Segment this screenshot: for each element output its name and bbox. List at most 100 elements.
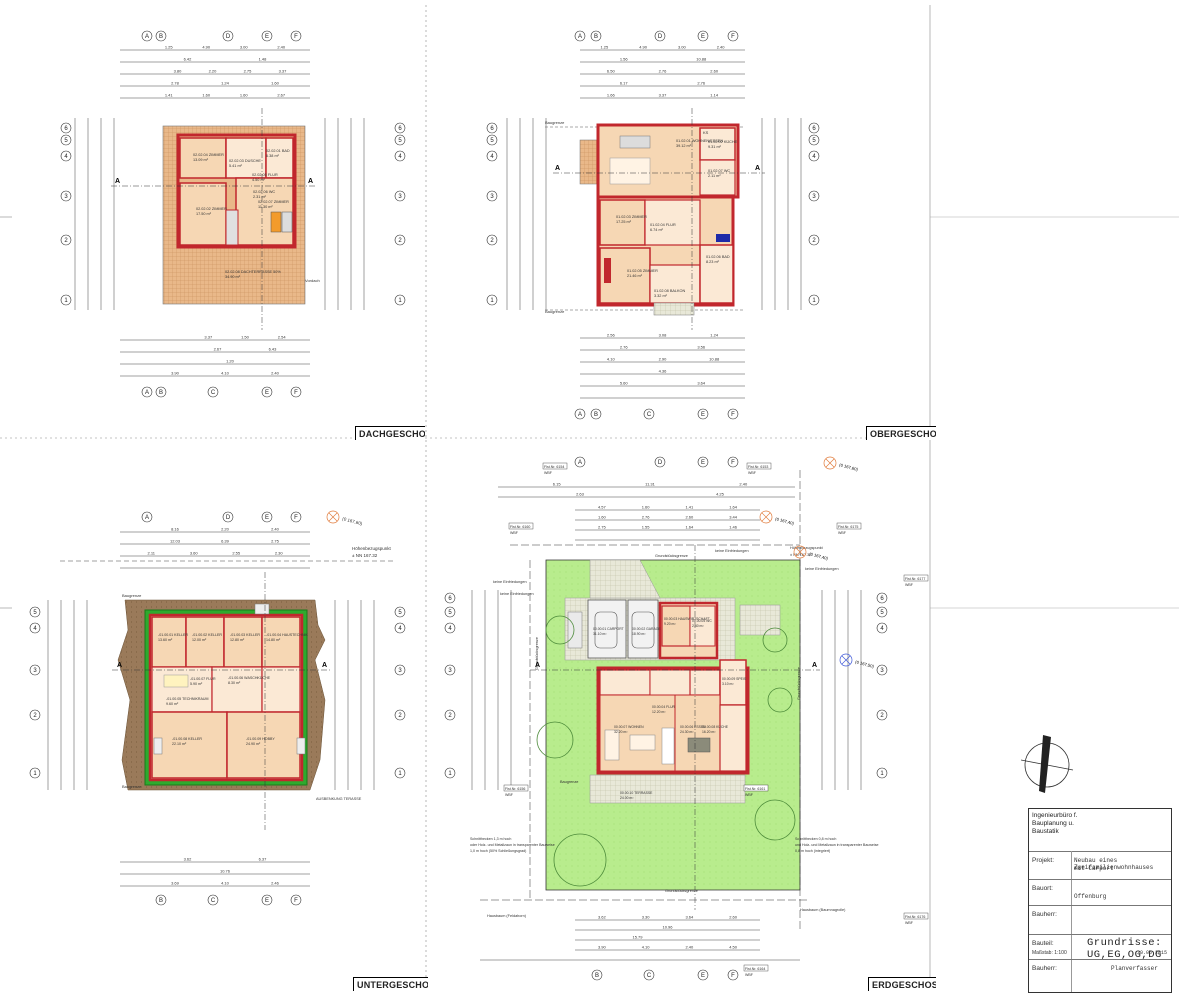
dimension-text: 2.60 bbox=[710, 69, 719, 74]
axis-label: 3 bbox=[812, 194, 816, 200]
axis-bubble: E bbox=[261, 894, 273, 906]
dimension-text: 2.11 bbox=[148, 551, 156, 556]
room-name: 02.02.04 ZIMMER bbox=[193, 153, 224, 157]
note-nn: ± NN 167.32 bbox=[352, 553, 378, 558]
axis-label: 5 bbox=[64, 138, 68, 144]
dimension-text: 1.46 bbox=[729, 525, 738, 530]
dimension-text: 3.90 bbox=[171, 371, 180, 376]
axis-label: E bbox=[265, 34, 269, 40]
axis-label: 2 bbox=[880, 713, 884, 719]
axis-bubble: 4 bbox=[876, 622, 888, 634]
dimension-lines bbox=[471, 486, 862, 961]
note: Grundstücksgrenze bbox=[665, 889, 698, 893]
axis-bubble: 2 bbox=[394, 234, 406, 246]
room-name: -01.00.03 KELLER bbox=[230, 633, 260, 637]
dimension-text: 4.90 bbox=[639, 45, 648, 50]
axis-bubble: 4 bbox=[394, 622, 406, 634]
dimension-text: 4.10 bbox=[642, 945, 651, 950]
note: Hausbaum (Baumnagrolle) bbox=[800, 908, 846, 912]
parcel-label: Flst.Nr. 6161 bbox=[745, 787, 765, 791]
room-area: 3.32 m² bbox=[654, 294, 668, 298]
room-name: 01.02.06 BAD bbox=[706, 255, 730, 259]
dimension-lines bbox=[74, 49, 365, 377]
dimension-text: 8.16 bbox=[171, 527, 180, 532]
axis-bubble: F bbox=[727, 30, 739, 42]
dimension-text: 2.40 bbox=[271, 371, 280, 376]
room-name: 02.02.03 DUSCHE bbox=[229, 159, 261, 163]
parcel-sub: WBF bbox=[510, 531, 519, 535]
axis-label: 5 bbox=[398, 610, 402, 616]
room-area: 18.90 m² bbox=[632, 632, 646, 636]
axis-label: 4 bbox=[812, 154, 816, 160]
dimension-text: 2.30 bbox=[275, 551, 284, 556]
dimension-text: 6.37 bbox=[259, 857, 268, 862]
dimension-text: 2.40 bbox=[271, 527, 280, 532]
room-area: 24.30 m² bbox=[680, 730, 694, 734]
parcel-label: Flst.Nr. 6154 bbox=[544, 465, 564, 469]
axis-bubble: D bbox=[222, 511, 234, 523]
axis-bubble: 5 bbox=[808, 134, 820, 146]
axis-label: 2 bbox=[812, 238, 816, 244]
dimension-text: 2.20 bbox=[209, 69, 218, 74]
axis-bubble: 5 bbox=[486, 134, 498, 146]
room-name: 02.02.02 ZIMMER bbox=[196, 207, 227, 211]
room-name: 01.02.08 BALKON bbox=[654, 289, 685, 293]
axis-label: 6 bbox=[490, 126, 494, 132]
room-name: 00.00.06 ESSEN bbox=[680, 725, 706, 729]
axis-label: 1 bbox=[398, 298, 402, 304]
axis-label: A bbox=[578, 412, 582, 418]
dimension-text: 1.25 bbox=[600, 45, 609, 50]
dimension-lines bbox=[506, 49, 802, 399]
axis-bubble: 4 bbox=[394, 150, 406, 162]
parcel-sub: WBF bbox=[838, 531, 847, 535]
room-area: 2.31 m² bbox=[253, 195, 267, 199]
dimension-text: 1.55 bbox=[642, 525, 651, 530]
axis-label: 2 bbox=[398, 238, 402, 244]
projekt-line2: mit Carport bbox=[1074, 865, 1114, 872]
parcel-sub: WBF bbox=[745, 973, 754, 977]
axis-label: B bbox=[595, 973, 599, 979]
room-area: 11.30 m² bbox=[258, 205, 273, 209]
note: keine Einfriedungen bbox=[500, 592, 534, 596]
note-hedge: oder Holz- und Metallzaun in transparent… bbox=[470, 843, 555, 847]
axis-bubble: 6 bbox=[60, 122, 72, 134]
axis-bubble: D bbox=[654, 30, 666, 42]
dimension-text: 1.20 bbox=[226, 359, 235, 364]
dimension-text: 4.50 bbox=[729, 945, 738, 950]
room-name: 02.02.07 ZIMMER bbox=[258, 200, 289, 204]
dimension-text: 1.64 bbox=[685, 525, 694, 530]
note: Hausbaum (Feldahorn) bbox=[487, 914, 527, 918]
dimension-text: 2.60 bbox=[685, 515, 694, 520]
room-name: 01.02.02 KÜCHE bbox=[708, 140, 738, 144]
parcel-label: Flst.Nr. 6153 bbox=[748, 465, 768, 469]
room-name: -01.00.06 WASCHKÜCHE bbox=[228, 676, 271, 680]
axis-label: 6 bbox=[880, 596, 884, 602]
svg-text:A: A bbox=[812, 662, 817, 669]
dimension-text: 2.40 bbox=[739, 482, 748, 487]
axis-label: A bbox=[145, 515, 149, 521]
axis-bubble: 5 bbox=[29, 606, 41, 618]
axis-label: 2 bbox=[448, 713, 452, 719]
axis-bubble: 2 bbox=[876, 709, 888, 721]
dimension-text: 3.62 bbox=[184, 857, 193, 862]
room-name: 00.00.08 KÜCHE bbox=[702, 725, 729, 729]
axis-label: 5 bbox=[33, 610, 37, 616]
axis-bubble: D bbox=[654, 456, 666, 468]
note-baugrenze: Baugrenze bbox=[545, 120, 565, 125]
axis-bubble: F bbox=[290, 894, 302, 906]
dimension-text: 2.75 bbox=[598, 525, 607, 530]
axis-label: E bbox=[701, 973, 705, 979]
note-hedge: Schnitthecken 0,8 m hoch bbox=[795, 837, 836, 841]
parcel-sub: WBF bbox=[544, 471, 553, 475]
axis-bubble: 2 bbox=[486, 234, 498, 246]
axis-bubble: 1 bbox=[876, 767, 888, 779]
room-name: 00.00.02 GARAGE bbox=[632, 627, 661, 631]
dimension-text: 2.55 bbox=[232, 551, 241, 556]
axis-bubble: F bbox=[727, 408, 739, 420]
room-area: 6.38 m² bbox=[266, 154, 280, 158]
dimension-text: 2.76 bbox=[659, 69, 668, 74]
room-area: 6.74 m² bbox=[650, 228, 664, 232]
axis-label: D bbox=[226, 34, 231, 40]
axis-label: C bbox=[647, 973, 652, 979]
axis-label: 4 bbox=[490, 154, 494, 160]
